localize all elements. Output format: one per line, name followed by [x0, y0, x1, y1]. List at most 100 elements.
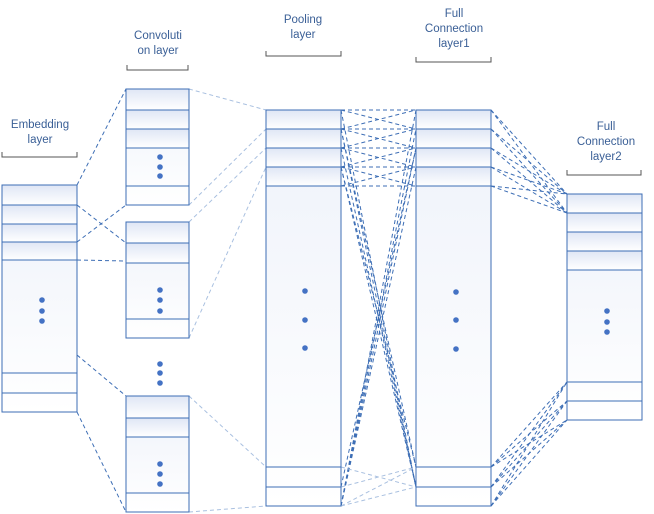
conv-box-1: [125, 88, 190, 206]
conv2-dot: [157, 287, 163, 293]
conv-pooling-connection: [188, 505, 267, 513]
embedding-box-border: [1, 184, 78, 413]
fc2-box-cell: [567, 194, 642, 213]
conv1-dot: [157, 164, 163, 170]
fc1-label-line-1: Full: [444, 8, 464, 20]
layer-boxes: [1, 88, 643, 513]
pooling-box: [265, 109, 342, 507]
conv-box-3-cell: [126, 396, 189, 418]
fc1-box-border: [415, 109, 492, 507]
embedding-dot: [39, 297, 45, 303]
fc1-fc2-connection: [490, 381, 568, 488]
pooling-label-line-1: Pooling: [283, 14, 323, 26]
pooling-layer-label: Pooling layer: [263, 13, 343, 43]
pooling-fc1-connection: [340, 166, 417, 187]
conv3-dot: [157, 481, 163, 487]
conv-between-dot: [157, 361, 163, 367]
fc1-box-cell: [416, 148, 491, 167]
conv2-dot: [157, 308, 163, 314]
embedding-box-cell: [2, 205, 77, 224]
fc2-box-cell: [567, 251, 642, 270]
embedding-label-line-1: Embedding: [10, 119, 70, 131]
conv-pooling-connection: [188, 128, 267, 206]
fc1-label-line-2: Connection: [424, 23, 484, 35]
fc1-fc2-connection: [490, 147, 568, 195]
conv-box-3: [125, 395, 190, 513]
fc2-box-cell: [567, 232, 642, 251]
fc1-box-cell: [416, 167, 491, 186]
fc1-label-line-3: layer1: [438, 38, 470, 50]
embedding-conv-connection: [76, 354, 127, 397]
embedding-box-cell: [2, 224, 77, 242]
fc1-dot: [453, 289, 459, 295]
conv3-dot: [157, 471, 163, 477]
conv-box-3-cell: [126, 418, 189, 437]
fc1-box-cell: [416, 110, 491, 129]
fc2-layer-label: Full Connection layer2: [560, 120, 652, 165]
embedding-conv-connection: [76, 259, 127, 262]
conv-box-2: [125, 221, 190, 339]
pooling-fc1-connection: [340, 466, 417, 507]
fc1-fc2-connection: [490, 147, 568, 214]
conv-box-2-cell: [126, 222, 189, 243]
fc1-fc2-connection: [490, 381, 568, 468]
embedding-conv-connection: [76, 204, 127, 244]
fc2-bracket: [566, 170, 642, 176]
pooling-box-border: [265, 109, 342, 507]
pooling-fc1-connection: [340, 486, 417, 507]
pooling-fc1-connection: [340, 128, 417, 507]
pooling-dot: [302, 317, 308, 323]
connections: [76, 88, 568, 513]
embedding-conv-connection: [76, 88, 127, 186]
pooling-fc1-connection: [340, 147, 417, 488]
pooling-fc1-connection: [340, 128, 417, 468]
fc1-box-cell: [416, 129, 491, 148]
conv-box-2-cell: [126, 243, 189, 263]
convolution-layer-label: Convoluti on layer: [118, 29, 198, 59]
fc1-layer-label: Full Connection layer1: [408, 7, 500, 52]
embedding-box-cell: [2, 185, 77, 205]
conv-pooling-connection: [188, 88, 267, 111]
fc2-label-line-2: Connection: [576, 136, 636, 148]
fc2-dot: [604, 329, 610, 335]
pooling-fc1-connection: [340, 166, 417, 507]
embedding-box: [1, 184, 78, 413]
conv1-dot: [157, 154, 163, 160]
conv-pooling-connection: [188, 395, 267, 468]
fc2-label-line-3: layer2: [590, 151, 622, 163]
fc2-dot: [604, 308, 610, 314]
fc2-box: [566, 193, 643, 421]
pooling-fc1-connection: [340, 109, 417, 488]
pooling-fc1-connection: [340, 109, 417, 130]
pooling-box-cell: [266, 110, 341, 129]
fc1-fc2-connection: [490, 400, 568, 507]
conv-box-2-border: [125, 221, 190, 339]
pooling-box-cell: [266, 129, 341, 148]
layer-brackets: [1, 51, 642, 176]
pooling-fc1-connection: [340, 466, 417, 488]
convolution-label-line-2: on layer: [137, 45, 179, 57]
conv-pooling-connection: [188, 147, 267, 223]
pooling-fc1-connection: [340, 147, 417, 507]
fc1-dot: [453, 346, 459, 352]
pooling-dot: [302, 288, 308, 294]
embedding-bracket: [1, 152, 78, 158]
pooling-bracket: [265, 51, 342, 57]
embedding-dot: [39, 308, 45, 314]
embedding-label-line-2: layer: [27, 134, 53, 146]
fc1-fc2-connection: [490, 381, 568, 507]
conv-box-1-cell: [126, 89, 189, 110]
embedding-conv-connection: [76, 411, 127, 513]
ellipsis-dots: [39, 154, 610, 487]
fc1-box: [415, 109, 492, 507]
conv2-dot: [157, 297, 163, 303]
conv-pooling-connection: [188, 166, 267, 339]
fc1-fc2-connection: [490, 109, 568, 195]
convolution-bracket: [126, 65, 189, 71]
conv-box-3-border: [125, 395, 190, 513]
pooling-fc1-connection: [340, 147, 417, 168]
fc1-bracket: [415, 57, 492, 63]
embedding-layer-label: Embedding layer: [0, 118, 80, 148]
fc2-box-border: [566, 193, 643, 421]
